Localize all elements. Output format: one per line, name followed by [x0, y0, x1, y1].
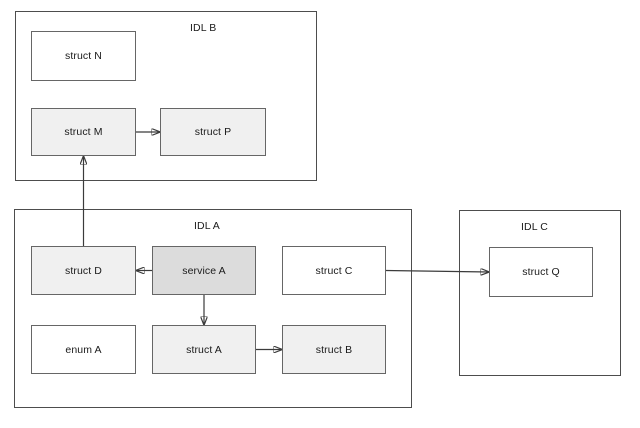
node-label: struct N: [65, 50, 102, 62]
node-struct-n[interactable]: struct N: [31, 31, 136, 81]
node-enum-a[interactable]: enum A: [31, 325, 136, 374]
node-label: struct P: [194, 126, 232, 138]
node-struct-c[interactable]: struct C: [282, 246, 386, 295]
node-label: struct Q: [522, 266, 560, 278]
node-label: struct A: [186, 343, 222, 356]
container-label-idl-b: IDL B: [190, 22, 217, 34]
container-label-idl-c: IDL C: [521, 221, 548, 233]
node-label: struct C: [315, 264, 353, 277]
node-service-a[interactable]: service A: [152, 246, 256, 295]
node-label: struct M: [64, 126, 103, 138]
node-label: service A: [182, 264, 226, 277]
container-label-idl-a: IDL A: [194, 220, 220, 232]
node-struct-b[interactable]: struct B: [282, 325, 386, 374]
node-struct-p[interactable]: struct P: [160, 108, 266, 156]
node-label: struct D: [65, 264, 102, 277]
node-struct-m[interactable]: struct M: [31, 108, 136, 156]
node-label: enum A: [65, 343, 102, 356]
node-struct-q[interactable]: struct Q: [489, 247, 593, 297]
node-struct-a[interactable]: struct A: [152, 325, 256, 374]
container-idl-a[interactable]: [14, 209, 412, 408]
node-struct-d[interactable]: struct D: [31, 246, 136, 295]
node-label: struct B: [315, 343, 353, 356]
